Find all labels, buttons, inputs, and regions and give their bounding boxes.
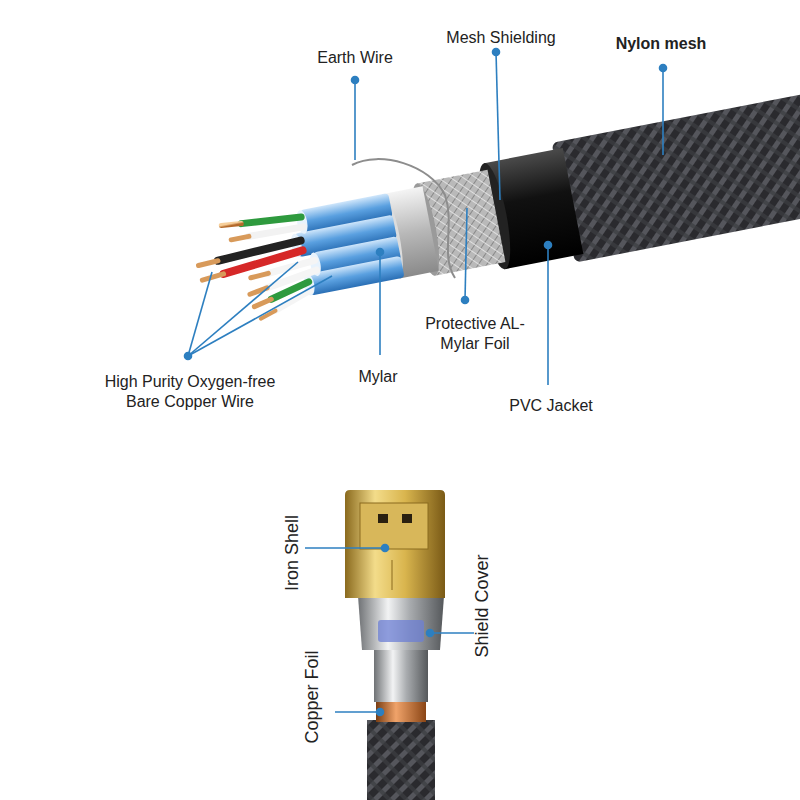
- illustration-part: [305, 547, 385, 549]
- illustration-part: [377, 249, 384, 256]
- illustration-part: [465, 208, 467, 300]
- illustration-part: [379, 252, 381, 355]
- illustration-part: [378, 514, 388, 523]
- illustration-part: [251, 273, 269, 277]
- illustration-part: [198, 261, 218, 266]
- illustration-part: [185, 353, 192, 360]
- illustration-part: [374, 648, 428, 702]
- leader-lines: [185, 49, 667, 386]
- illustration-part: [358, 596, 444, 650]
- illustration-part: [493, 49, 500, 56]
- illustration-part: [231, 236, 249, 239]
- part-label: High Purity Oxygen-free Bare Copper Wire: [95, 372, 285, 412]
- illustration-part: [547, 245, 549, 385]
- illustration-part: [427, 630, 434, 637]
- illustration-part: [392, 560, 393, 590]
- copper-wires: [192, 209, 324, 328]
- illustration-part: [376, 700, 426, 722]
- part-label: Shield Cover: [472, 536, 492, 676]
- illustration-part: [222, 250, 304, 273]
- illustration-part: [352, 77, 359, 84]
- illustration-part: [335, 711, 380, 713]
- illustration-part: [552, 88, 800, 263]
- illustration-part: [188, 272, 212, 356]
- part-label: Iron Shell: [282, 493, 302, 613]
- illustration-part: [367, 720, 435, 800]
- part-label: Mylar: [338, 367, 418, 387]
- part-label: Earth Wire: [295, 48, 415, 68]
- illustration-part: [402, 514, 412, 523]
- illustration-part: [273, 291, 313, 311]
- cable-cross-section: [188, 88, 800, 334]
- illustration-part: [254, 299, 272, 306]
- illustration-part: [188, 276, 332, 356]
- illustration-part: [496, 52, 500, 200]
- illustration-part: [354, 80, 356, 160]
- illustration-part: [360, 503, 428, 549]
- illustration-part: [662, 68, 664, 155]
- illustration-part: [188, 262, 298, 356]
- illustration-part: [221, 222, 241, 228]
- illustration-part: [545, 242, 552, 249]
- part-label: Protective AL- Mylar Foil: [421, 314, 529, 354]
- illustration-part: [660, 65, 667, 72]
- illustration-part: [462, 297, 469, 304]
- leader-lines: [305, 545, 474, 716]
- illustration-part: [378, 620, 424, 642]
- part-label: Copper Foil: [302, 632, 322, 762]
- part-label: Mesh Shielding: [431, 28, 571, 48]
- illustration-part: [430, 632, 474, 634]
- illustration-part: [377, 709, 384, 716]
- illustration-part: [307, 256, 404, 296]
- illustration-part: [382, 545, 389, 552]
- illustration-part: [249, 226, 303, 237]
- illustration-part: [345, 490, 445, 598]
- hdmi-connector: [345, 490, 445, 800]
- earth-wire: [352, 159, 455, 278]
- part-label: PVC Jacket: [491, 396, 611, 416]
- part-label: Nylon mesh: [601, 34, 721, 54]
- illustration-part: [202, 274, 224, 280]
